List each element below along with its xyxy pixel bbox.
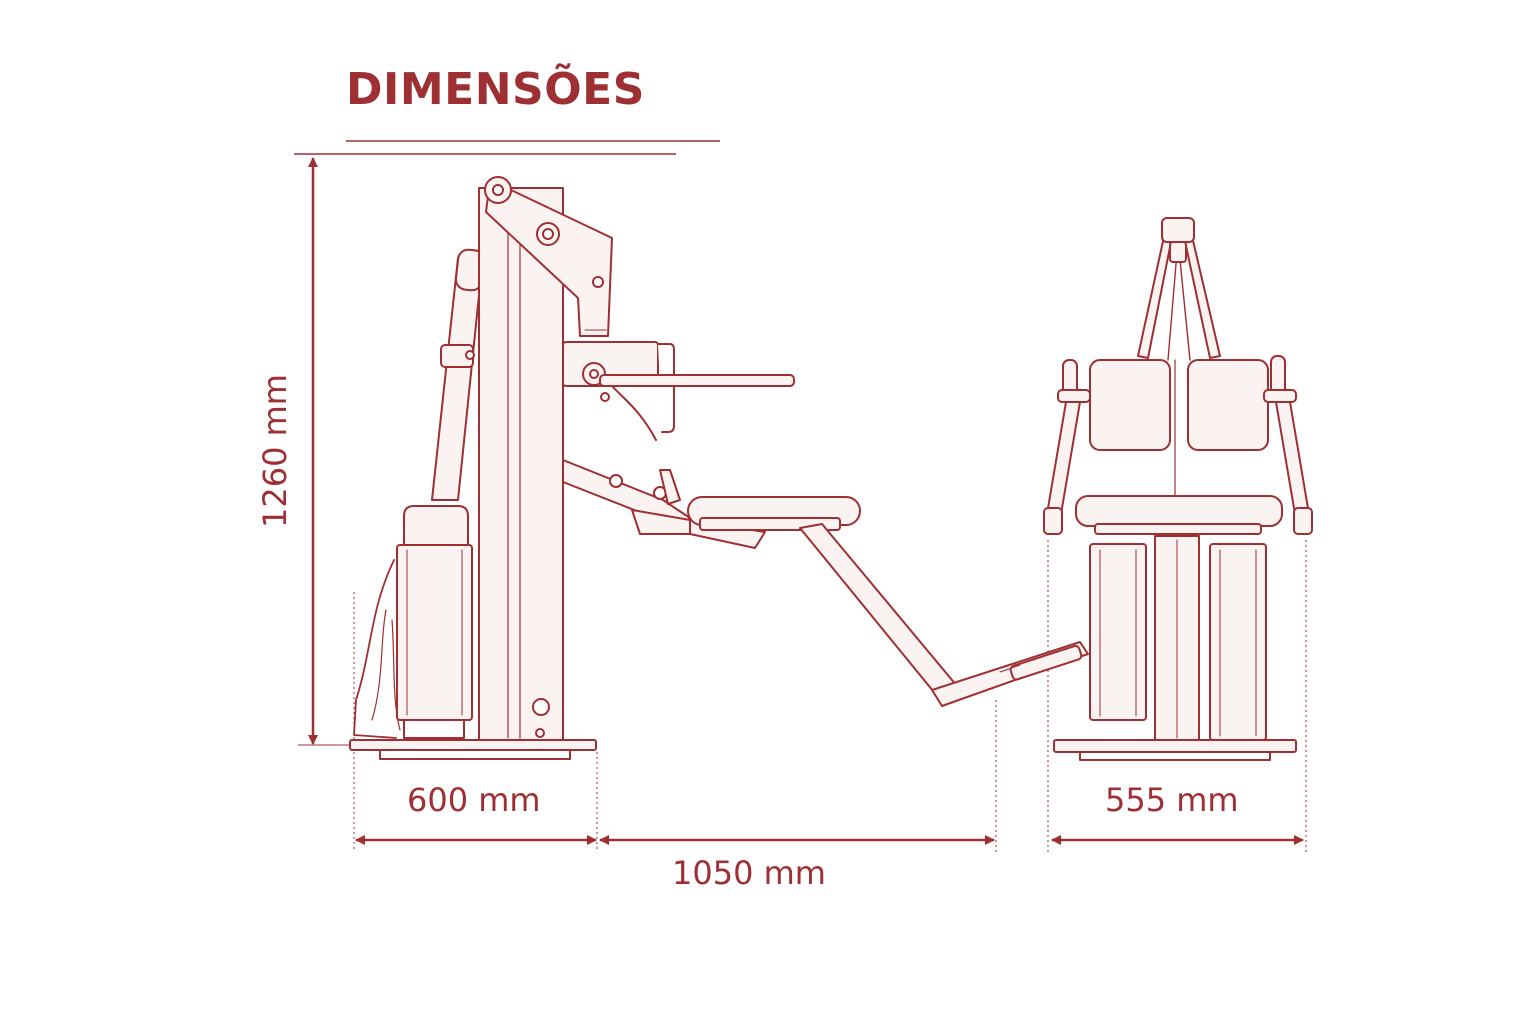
base-depth-label: 600 mm <box>407 781 541 819</box>
page-title: DIMENSÕES <box>346 64 645 115</box>
side-view-drawing <box>349 176 1089 760</box>
title-underline <box>294 140 720 155</box>
overall-length-label: 1050 mm <box>672 854 826 892</box>
width-label: 555 mm <box>1105 781 1239 819</box>
front-view-drawing <box>1043 217 1313 761</box>
